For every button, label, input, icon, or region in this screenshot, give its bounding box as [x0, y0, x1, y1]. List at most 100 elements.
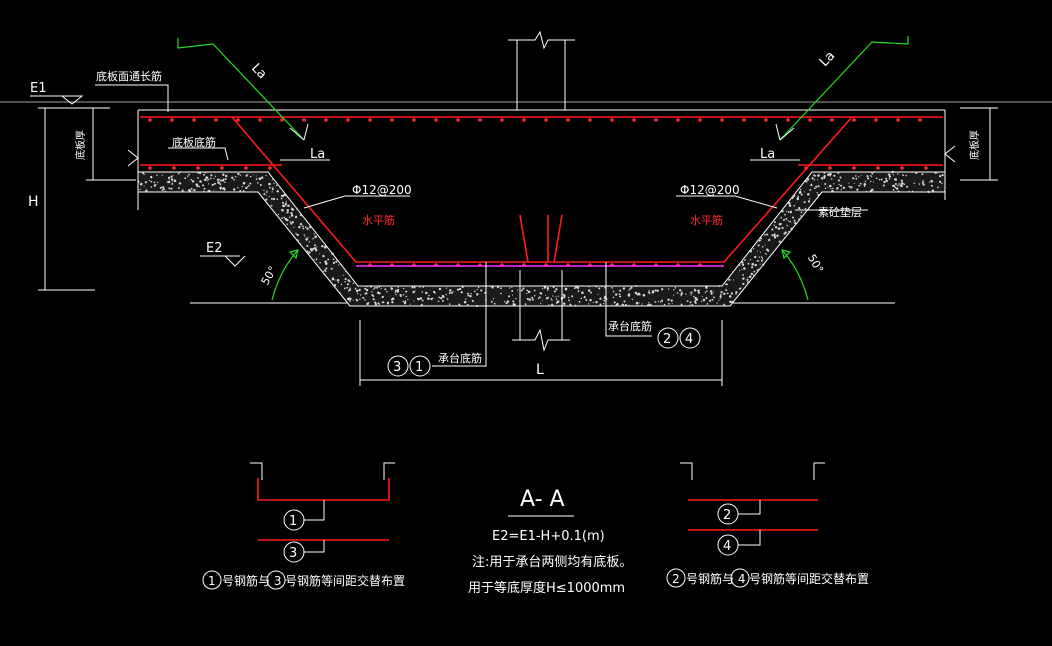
rebar-dot	[632, 118, 636, 122]
concrete-speckle	[413, 300, 415, 302]
label-rebar-spec-right: Φ12@200	[680, 183, 740, 197]
concrete-speckle	[371, 291, 373, 293]
concrete-speckle	[448, 303, 451, 305]
concrete-speckle	[784, 213, 786, 216]
concrete-speckle	[335, 260, 338, 263]
concrete-speckle	[580, 297, 583, 300]
concrete-speckle	[720, 291, 723, 294]
rebar-dot	[390, 118, 394, 122]
concrete-speckle	[782, 227, 785, 229]
concrete-speckle	[471, 299, 474, 302]
concrete-speckle	[208, 189, 211, 193]
concrete-speckle	[203, 187, 206, 190]
concrete-speckle	[199, 180, 202, 183]
concrete-speckle	[716, 302, 718, 304]
concrete-speckle	[381, 295, 384, 299]
concrete-speckle	[562, 305, 565, 307]
concrete-speckle	[465, 298, 467, 300]
concrete-speckle	[346, 297, 350, 301]
concrete-speckle	[628, 293, 631, 296]
concrete-speckle	[375, 303, 377, 306]
concrete-speckle	[585, 299, 588, 301]
concrete-speckle	[773, 236, 777, 239]
concrete-speckle	[282, 204, 285, 208]
concrete-speckle	[873, 181, 875, 183]
concrete-speckle	[742, 277, 745, 280]
concrete-speckle	[878, 178, 881, 181]
concrete-speckle	[255, 175, 257, 177]
concrete-speckle	[346, 286, 349, 289]
concrete-speckle	[550, 298, 552, 300]
concrete-speckle	[263, 193, 266, 195]
concrete-speckle	[202, 184, 204, 187]
concrete-speckle	[576, 286, 580, 290]
concrete-speckle	[153, 181, 156, 184]
concrete-speckle	[823, 172, 826, 174]
concrete-speckle	[304, 235, 306, 237]
concrete-speckle	[918, 183, 921, 185]
concrete-speckle	[615, 293, 618, 296]
concrete-speckle	[761, 246, 764, 248]
rebar-dot	[588, 118, 592, 122]
label-rebar-spec-left: Φ12@200	[352, 183, 412, 197]
concrete-speckle	[641, 303, 643, 305]
concrete-speckle	[421, 291, 424, 293]
concrete-speckle	[747, 277, 749, 279]
concrete-speckle	[533, 289, 536, 292]
concrete-speckle	[181, 190, 184, 193]
concrete-speckle	[667, 298, 670, 302]
concrete-speckle	[548, 303, 550, 305]
concrete-speckle	[709, 299, 712, 302]
concrete-speckle	[206, 179, 208, 182]
concrete-speckle	[900, 179, 904, 182]
concrete-speckle	[290, 207, 293, 209]
concrete-speckle	[800, 211, 803, 214]
concrete-speckle	[531, 298, 534, 301]
concrete-speckle	[836, 186, 839, 189]
concrete-speckle	[378, 285, 381, 288]
concrete-speckle	[636, 293, 639, 296]
concrete-speckle	[551, 299, 553, 301]
rebar-dot	[478, 118, 482, 122]
concrete-speckle	[808, 198, 811, 200]
concrete-speckle	[709, 290, 713, 293]
concrete-speckle	[456, 288, 460, 291]
label-e1: E1	[30, 81, 47, 96]
rebar-dot	[610, 118, 614, 122]
concrete-speckle	[897, 184, 899, 187]
concrete-speckle	[624, 303, 627, 306]
concrete-speckle	[660, 299, 664, 302]
concrete-speckle	[754, 263, 757, 267]
concrete-speckle	[839, 176, 842, 179]
rebar-dot	[522, 118, 526, 122]
concrete-speckle	[885, 179, 888, 183]
concrete-speckle	[307, 236, 309, 239]
concrete-speckle	[569, 303, 572, 306]
concrete-speckle	[642, 293, 646, 297]
concrete-speckle	[302, 227, 305, 230]
rebar-dot	[852, 166, 856, 170]
concrete-speckle	[242, 181, 246, 185]
column-above	[508, 30, 575, 110]
concrete-speckle	[319, 253, 321, 255]
concrete-speckle	[247, 173, 249, 175]
concrete-speckle	[626, 285, 629, 287]
concrete-speckle	[850, 186, 853, 189]
concrete-speckle	[224, 181, 226, 183]
concrete-speckle	[284, 202, 287, 205]
concrete-speckle	[648, 292, 651, 295]
concrete-speckle	[667, 288, 670, 290]
concrete-speckle	[432, 290, 436, 293]
concrete-speckle	[286, 196, 288, 198]
concrete-speckle	[222, 173, 225, 176]
concrete-speckle	[832, 187, 834, 190]
rebar-dot	[302, 118, 306, 122]
concrete-speckle	[512, 300, 515, 303]
concrete-speckle	[213, 189, 215, 191]
concrete-speckle	[314, 235, 317, 239]
concrete-speckle	[161, 189, 164, 192]
concrete-speckle	[466, 292, 469, 295]
concrete-speckle	[285, 200, 287, 202]
concrete-speckle	[820, 176, 824, 180]
rebar-dot	[566, 118, 570, 122]
